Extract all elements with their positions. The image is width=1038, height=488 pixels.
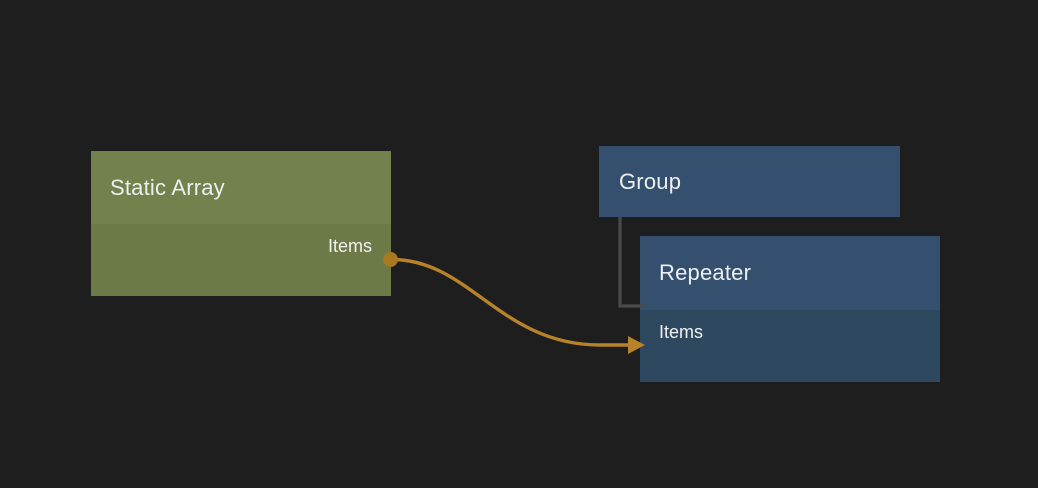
port-dot-items-output[interactable] (383, 252, 398, 267)
node-repeater-header[interactable]: Repeater (640, 236, 940, 310)
node-static-array-body: Items (91, 224, 391, 296)
node-group-header[interactable]: Group (599, 146, 900, 217)
port-label-items-output: Items (327, 235, 372, 256)
connection-curve-items-to-items (390, 257, 636, 347)
node-static-array-header[interactable]: Static Array (91, 151, 391, 224)
node-group-title: Group (619, 168, 682, 194)
node-static-array-title: Static Array (110, 174, 225, 200)
node-group[interactable]: Group (599, 146, 900, 217)
hierarchy-link-group-to-repeater (618, 217, 646, 308)
port-row-items-input[interactable]: Items (640, 310, 940, 354)
node-static-array[interactable]: Static Array Items (91, 151, 391, 296)
node-repeater-body: Items (640, 310, 940, 382)
node-repeater-title: Repeater (659, 260, 752, 285)
port-row-items-output[interactable]: Items (91, 224, 391, 268)
node-repeater[interactable]: Repeater Items (640, 236, 940, 382)
port-label-items-input: Items (659, 321, 704, 342)
